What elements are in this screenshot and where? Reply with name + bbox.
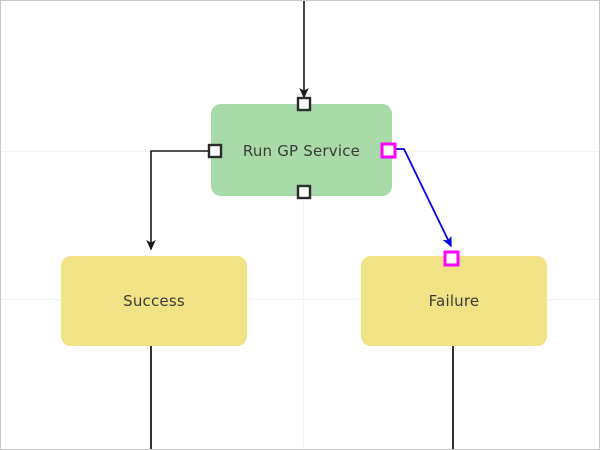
edge-run-gp-to-failure[interactable] — [396, 148, 452, 248]
port-run-gp-left[interactable] — [207, 143, 223, 159]
port-run-gp-bottom[interactable] — [296, 184, 312, 200]
port-square-selected-icon[interactable] — [443, 250, 460, 267]
node-failure-label: Failure — [429, 292, 480, 310]
edge-run-gp-to-success[interactable] — [146, 150, 208, 251]
node-run-gp-service-shape[interactable] — [211, 104, 392, 196]
node-success[interactable]: Success — [61, 256, 247, 346]
edge-layer — [146, 1, 454, 449]
port-square-icon[interactable] — [296, 184, 312, 200]
port-layer — [207, 96, 460, 267]
node-run-gp-service[interactable]: Run GP Service — [211, 104, 392, 196]
port-square-icon[interactable] — [207, 143, 223, 159]
port-square-icon[interactable] — [296, 96, 312, 112]
port-failure-top[interactable] — [443, 250, 460, 267]
node-failure-shape[interactable] — [361, 256, 547, 346]
port-run-gp-top[interactable] — [296, 96, 312, 112]
node-success-label: Success — [123, 292, 185, 310]
node-success-shape[interactable] — [61, 256, 247, 346]
node-failure[interactable]: Failure — [361, 256, 547, 346]
port-run-gp-right[interactable] — [380, 142, 397, 159]
node-run-gp-service-label: Run GP Service — [243, 142, 360, 160]
edge-run-gp-to-failure-group — [396, 148, 452, 248]
port-square-selected-icon[interactable] — [380, 142, 397, 159]
